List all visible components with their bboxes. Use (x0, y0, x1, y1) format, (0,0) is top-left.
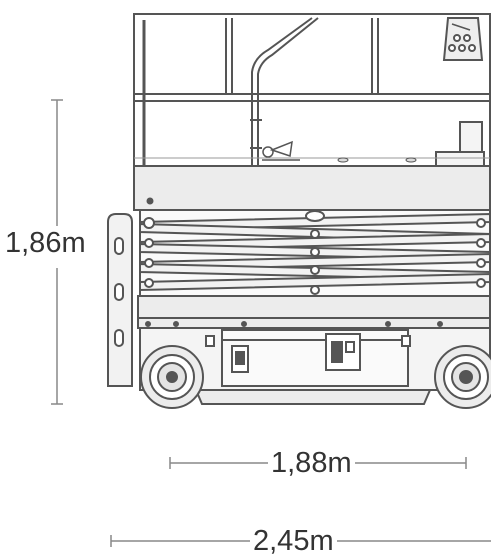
wheelbase-label: 1,88m (268, 449, 355, 478)
chassis (137, 295, 491, 391)
front-wheel (140, 345, 204, 409)
length-label: 2,45m (250, 527, 337, 556)
guardrail (133, 13, 491, 169)
control-box (442, 17, 484, 61)
rear-wheel (434, 345, 491, 409)
side-panel (107, 213, 133, 387)
height-label: 1,86m (5, 227, 86, 259)
height-dimension-line (51, 99, 63, 405)
platform-deck (133, 157, 491, 211)
gate-latch (262, 140, 300, 161)
skirt (194, 389, 432, 405)
scissor-stack (139, 209, 491, 299)
